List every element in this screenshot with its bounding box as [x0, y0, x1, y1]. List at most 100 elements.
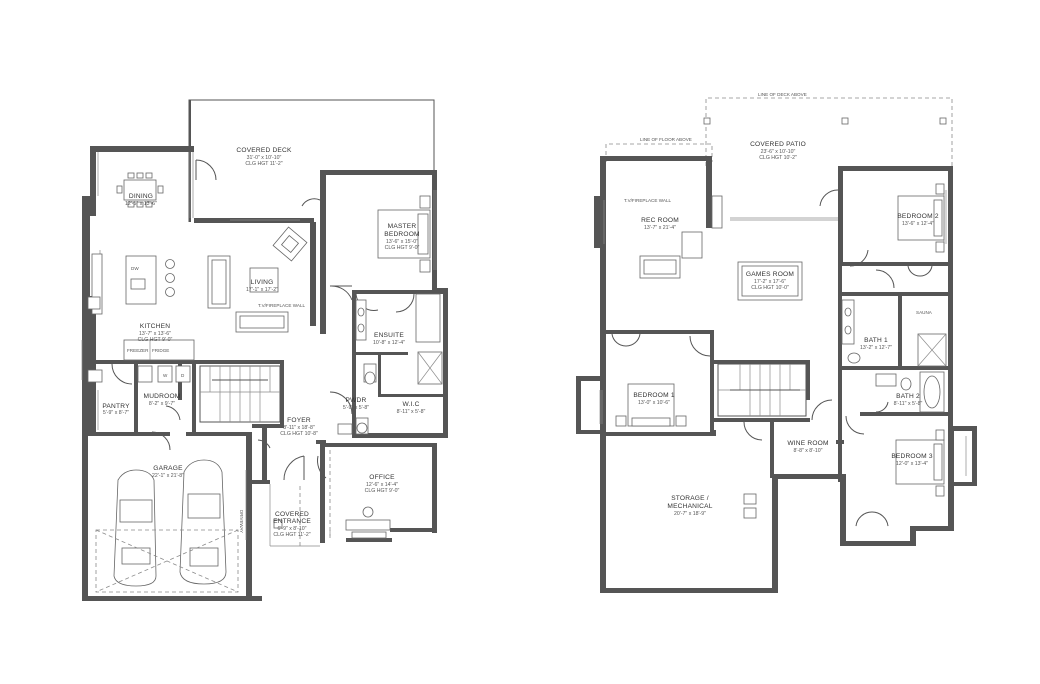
- washer-note: W: [163, 373, 168, 378]
- covered-patio-label: COVERED PATIO: [750, 141, 806, 148]
- main-floor-exterior-walls: [82, 146, 448, 601]
- lower-floor-interior-walls: [602, 262, 950, 482]
- bath-1-fixtures: [841, 299, 947, 367]
- deck-above-note: LINE OF DECK ABOVE: [758, 92, 807, 97]
- garage-label: GARAGE: [153, 465, 183, 472]
- living-dims: 17'-1" x 17'-2": [246, 287, 278, 293]
- master-bedroom-clg: CLG HGT 9'-0": [385, 245, 420, 251]
- foyer-dims: 8'-11" x 18'-8": [283, 425, 315, 431]
- ensuite-label: ENSUITE: [374, 332, 404, 339]
- kitchen-label: KITCHEN: [140, 323, 170, 330]
- main-floor-labels: COVERED DECK 31'-0" x 10'-10" CLG HGT 11…: [102, 147, 425, 538]
- pantry-label: PANTRY: [102, 403, 130, 410]
- master-bedroom-label-1: MASTER: [388, 223, 417, 230]
- garage-cars: [95, 459, 239, 593]
- bedroom-3-label: BEDROOM 3: [891, 453, 933, 460]
- master-bedroom-dims: 13'-6" x 15'-0": [386, 239, 418, 245]
- storage-dims: 20'-7" x 18'-9": [674, 511, 706, 517]
- covered-entrance-outline: [269, 450, 331, 547]
- floor-above-note: LINE OF FLOOR ABOVE: [640, 137, 692, 142]
- covered-deck-label: COVERED DECK: [236, 147, 292, 154]
- covered-entrance-label-1: COVERED: [275, 511, 309, 518]
- covered-entrance-clg: CLG HGT 11'-2": [273, 532, 310, 538]
- covered-entrance-label-2: ENTRANCE: [273, 518, 311, 525]
- bath-1-dims: 13'-2" x 12'-7": [860, 345, 892, 351]
- covered-deck-outline: [188, 99, 435, 222]
- pantry-dims: 5'-9" x 8'-7": [103, 410, 129, 416]
- lower-above-lines: [605, 97, 953, 166]
- dryer-note: D: [181, 373, 185, 378]
- games-room-clg: CLG HGT 10'-0": [751, 285, 789, 291]
- bedroom-3-furniture: [895, 429, 945, 497]
- office-label: OFFICE: [369, 474, 395, 481]
- foyer-label: FOYER: [287, 417, 311, 424]
- bath-2-dims: 8'-11" x 5'-8": [894, 401, 923, 407]
- dining-table-furniture: [116, 172, 164, 208]
- covered-deck-clg: CLG HGT 11'-2": [245, 161, 282, 167]
- bedroom-2-furniture: [897, 183, 945, 253]
- foyer-clg: CLG HGT 10'-8": [280, 431, 318, 437]
- rec-room-furniture: [639, 195, 723, 279]
- bath-2-fixtures: [875, 371, 945, 413]
- lower-floor-plan: LINE OF DECK ABOVE LINE OF FLOOR ABOVE C…: [576, 92, 977, 593]
- wine-room-dims: 8'-8" x 8'-10": [793, 448, 822, 454]
- ensuite-fixtures: [355, 293, 443, 385]
- office-dims: 12'-6" x 14'-4": [366, 482, 398, 488]
- master-bedroom-furniture: [377, 195, 431, 273]
- bedroom-1-dims: 13'-0" x 10'-6": [638, 400, 670, 406]
- pwdr-dims: 5'-9" x 5'-8": [343, 405, 369, 411]
- dining-label: DINING: [129, 193, 153, 200]
- lower-floor-labels: LINE OF DECK ABOVE LINE OF FLOOR ABOVE C…: [624, 92, 939, 517]
- lower-floor-windows: [599, 190, 967, 476]
- bedroom-1-furniture: [615, 383, 687, 427]
- games-room-dims: 17'-2" x 17'-6": [754, 279, 786, 285]
- covered-patio-clg: CLG HGT 10'-2": [759, 155, 797, 161]
- pool-table-furniture: [737, 261, 803, 301]
- wic-dims: 8'-11" x 5'-8": [397, 409, 426, 415]
- mudroom-label: MUDROOM: [144, 393, 181, 400]
- bedroom-3-dims: 12'-0" x 13'-4": [896, 461, 928, 467]
- main-stairs: [199, 365, 281, 423]
- ensuite-dims: 10'-8" x 12'-4": [373, 340, 405, 346]
- bath-2-label: BATH 2: [896, 393, 920, 400]
- games-room-label: GAMES ROOM: [746, 271, 794, 278]
- rec-room-dims: 13'-7" x 21'-4": [644, 225, 676, 231]
- main-fireplace-note: T.V/FIREPLACE WALL: [258, 303, 306, 308]
- powder-room-fixtures: [337, 417, 369, 435]
- living-furniture: [207, 226, 308, 333]
- lower-fireplace-note: T.V/FIREPLACE WALL: [624, 198, 672, 203]
- living-label: LIVING: [251, 279, 274, 286]
- office-clg: CLG HGT 9'-0": [365, 488, 400, 494]
- master-bedroom-label-2: BEDROOM: [384, 231, 419, 238]
- lower-stairs: [717, 363, 807, 417]
- wine-room-label: WINE ROOM: [787, 440, 828, 447]
- main-floor-doors: [111, 159, 415, 481]
- bedroom-2-dims: 13'-6" x 12'-4": [902, 221, 934, 227]
- sauna-note: SAUNA: [916, 310, 933, 315]
- dw-note: DW: [131, 266, 139, 271]
- covered-entrance-dims: 6'-9" x 8'-10": [277, 526, 306, 532]
- lower-floor-doors: [611, 189, 933, 527]
- kitchen-clg: CLG HGT 9'-0": [138, 337, 173, 343]
- bath-1-label: BATH 1: [864, 337, 888, 344]
- main-floor-interior-walls: [96, 290, 448, 444]
- wic-label: W.I.C: [402, 401, 419, 408]
- mudroom-fixtures: [87, 365, 191, 430]
- driveway-note: DRIVEWAY: [239, 510, 244, 533]
- pwdr-label: PWDR: [346, 397, 367, 404]
- storage-label-2: MECHANICAL: [667, 503, 712, 510]
- mudroom-dims: 8'-2" x 9'-7": [149, 401, 175, 407]
- storage-label-1: STORAGE /: [671, 495, 709, 502]
- kitchen-dims: 13'-7" x 13'-6": [139, 331, 171, 337]
- dining-dims: 12'-5" x 13'-6": [125, 201, 157, 207]
- covered-deck-dims: 31'-0" x 10'-10": [247, 155, 282, 161]
- bedroom-2-label: BEDROOM 2: [897, 213, 939, 220]
- freezer-note: FREEZER: [127, 348, 149, 353]
- fridge-note: FRIDGE: [152, 348, 169, 353]
- main-floor-plan: COVERED DECK 31'-0" x 10'-10" CLG HGT 11…: [81, 99, 448, 601]
- garage-dims: 22'-1" x 21'-8": [152, 473, 184, 479]
- office-furniture: [345, 506, 391, 539]
- kitchen-island-furniture: [87, 253, 195, 361]
- lower-floor-exterior-walls: [576, 156, 977, 593]
